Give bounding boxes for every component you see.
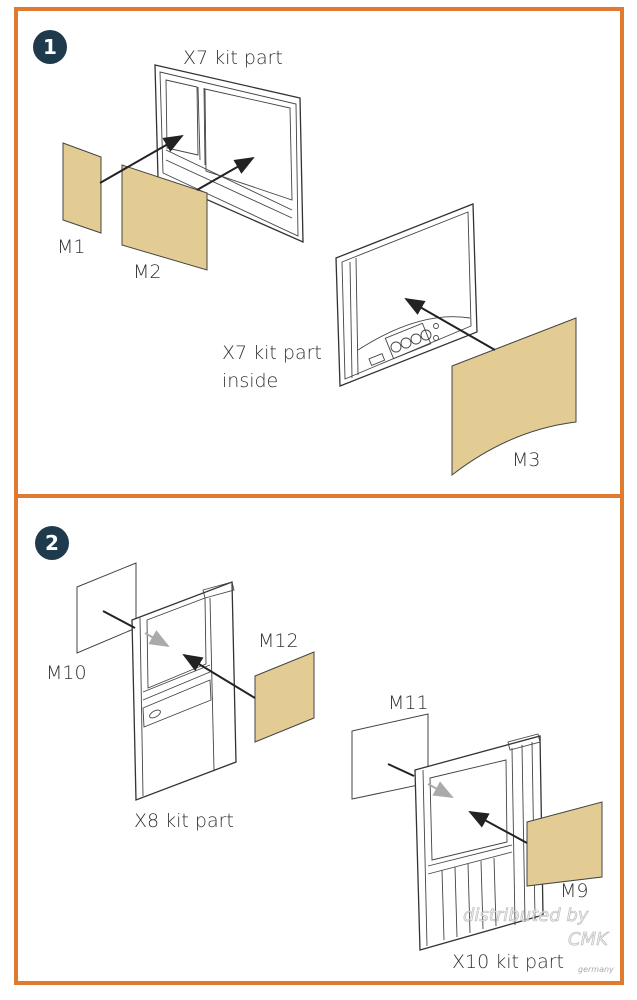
- arrow-m2: [196, 157, 255, 191]
- arrow-m11: [387, 763, 415, 777]
- arrow-m10: [102, 610, 136, 629]
- label-m2: M2: [133, 261, 161, 283]
- watermark-sub: germany: [578, 965, 614, 974]
- label-m3: M3: [512, 449, 540, 471]
- label-m9: M9: [560, 880, 588, 902]
- material-m3: [451, 317, 577, 477]
- material-m2: [121, 164, 208, 271]
- arrow-m12: [182, 653, 256, 699]
- x7-frame-label: X7 kit part: [183, 47, 283, 69]
- arrow-m3: [404, 298, 496, 351]
- step1-badge: 1: [33, 30, 67, 64]
- arrow-m9: [468, 811, 528, 844]
- x7-frame-part: [154, 64, 304, 244]
- watermark: distributed by CMK germany: [463, 905, 614, 974]
- label-m10: M10: [46, 662, 87, 684]
- x8-label: X8 kit part: [134, 810, 234, 832]
- material-m12: [254, 651, 315, 743]
- label-m11: M11: [388, 692, 429, 714]
- arrow-m10-through: [144, 630, 170, 647]
- step2-number: 2: [45, 531, 59, 555]
- arrow-m1: [99, 135, 184, 184]
- watermark-brand: CMK: [568, 929, 609, 950]
- watermark-text: distributed by: [463, 905, 589, 926]
- x7-inside-part: [335, 203, 478, 387]
- x7-inside-label-2: inside: [222, 370, 278, 392]
- x10-label: X10 kit part: [452, 951, 564, 973]
- x7-inside-label: X7 kit part: [222, 342, 322, 364]
- x8-door-part: [131, 581, 237, 801]
- step1-number: 1: [43, 35, 57, 59]
- material-m1: [62, 142, 102, 234]
- label-m12: M12: [258, 630, 299, 652]
- label-m1: M1: [57, 236, 85, 258]
- step2-badge: 2: [35, 526, 69, 560]
- material-m9: [526, 801, 603, 887]
- arrow-m11-through: [427, 781, 454, 798]
